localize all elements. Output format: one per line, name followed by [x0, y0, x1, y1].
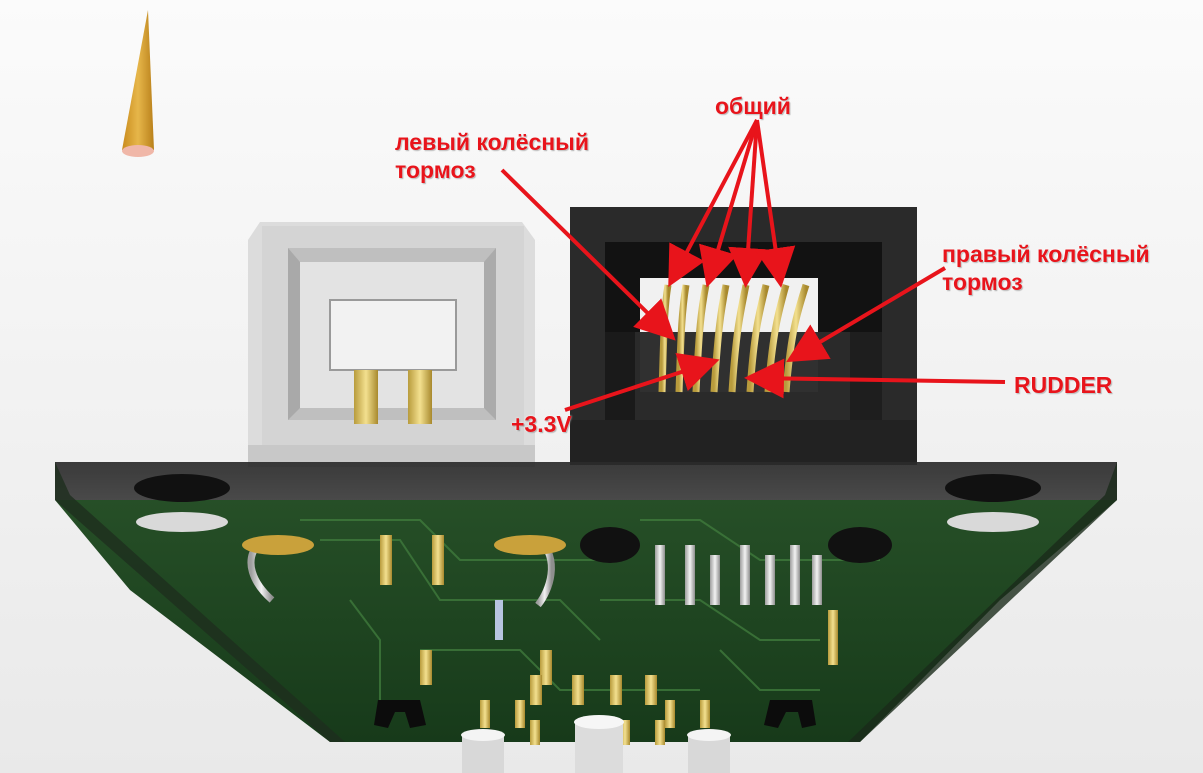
label-right-brake: правый колёсный тормоз — [942, 240, 1150, 296]
through-hole-pins — [380, 535, 838, 745]
label-power: +3.3V — [511, 411, 572, 437]
label-right-brake-line2: тормоз — [942, 269, 1023, 295]
led-components — [461, 715, 731, 773]
usb-b-connector — [248, 222, 535, 467]
label-right-brake-line1: правый колёсный — [942, 241, 1150, 267]
label-left-brake-line2: тормоз — [395, 157, 476, 183]
label-left-brake-line1: левый колёсный — [395, 129, 589, 155]
label-left-brake: левый колёсный тормоз — [395, 128, 589, 184]
rj-modular-connector — [570, 207, 917, 465]
label-common: общий — [715, 93, 791, 119]
label-rudder: RUDDER — [1014, 372, 1113, 398]
annotation-arrows — [500, 119, 1006, 412]
orientation-cone-icon — [122, 10, 154, 157]
pcb-board — [55, 462, 1117, 773]
